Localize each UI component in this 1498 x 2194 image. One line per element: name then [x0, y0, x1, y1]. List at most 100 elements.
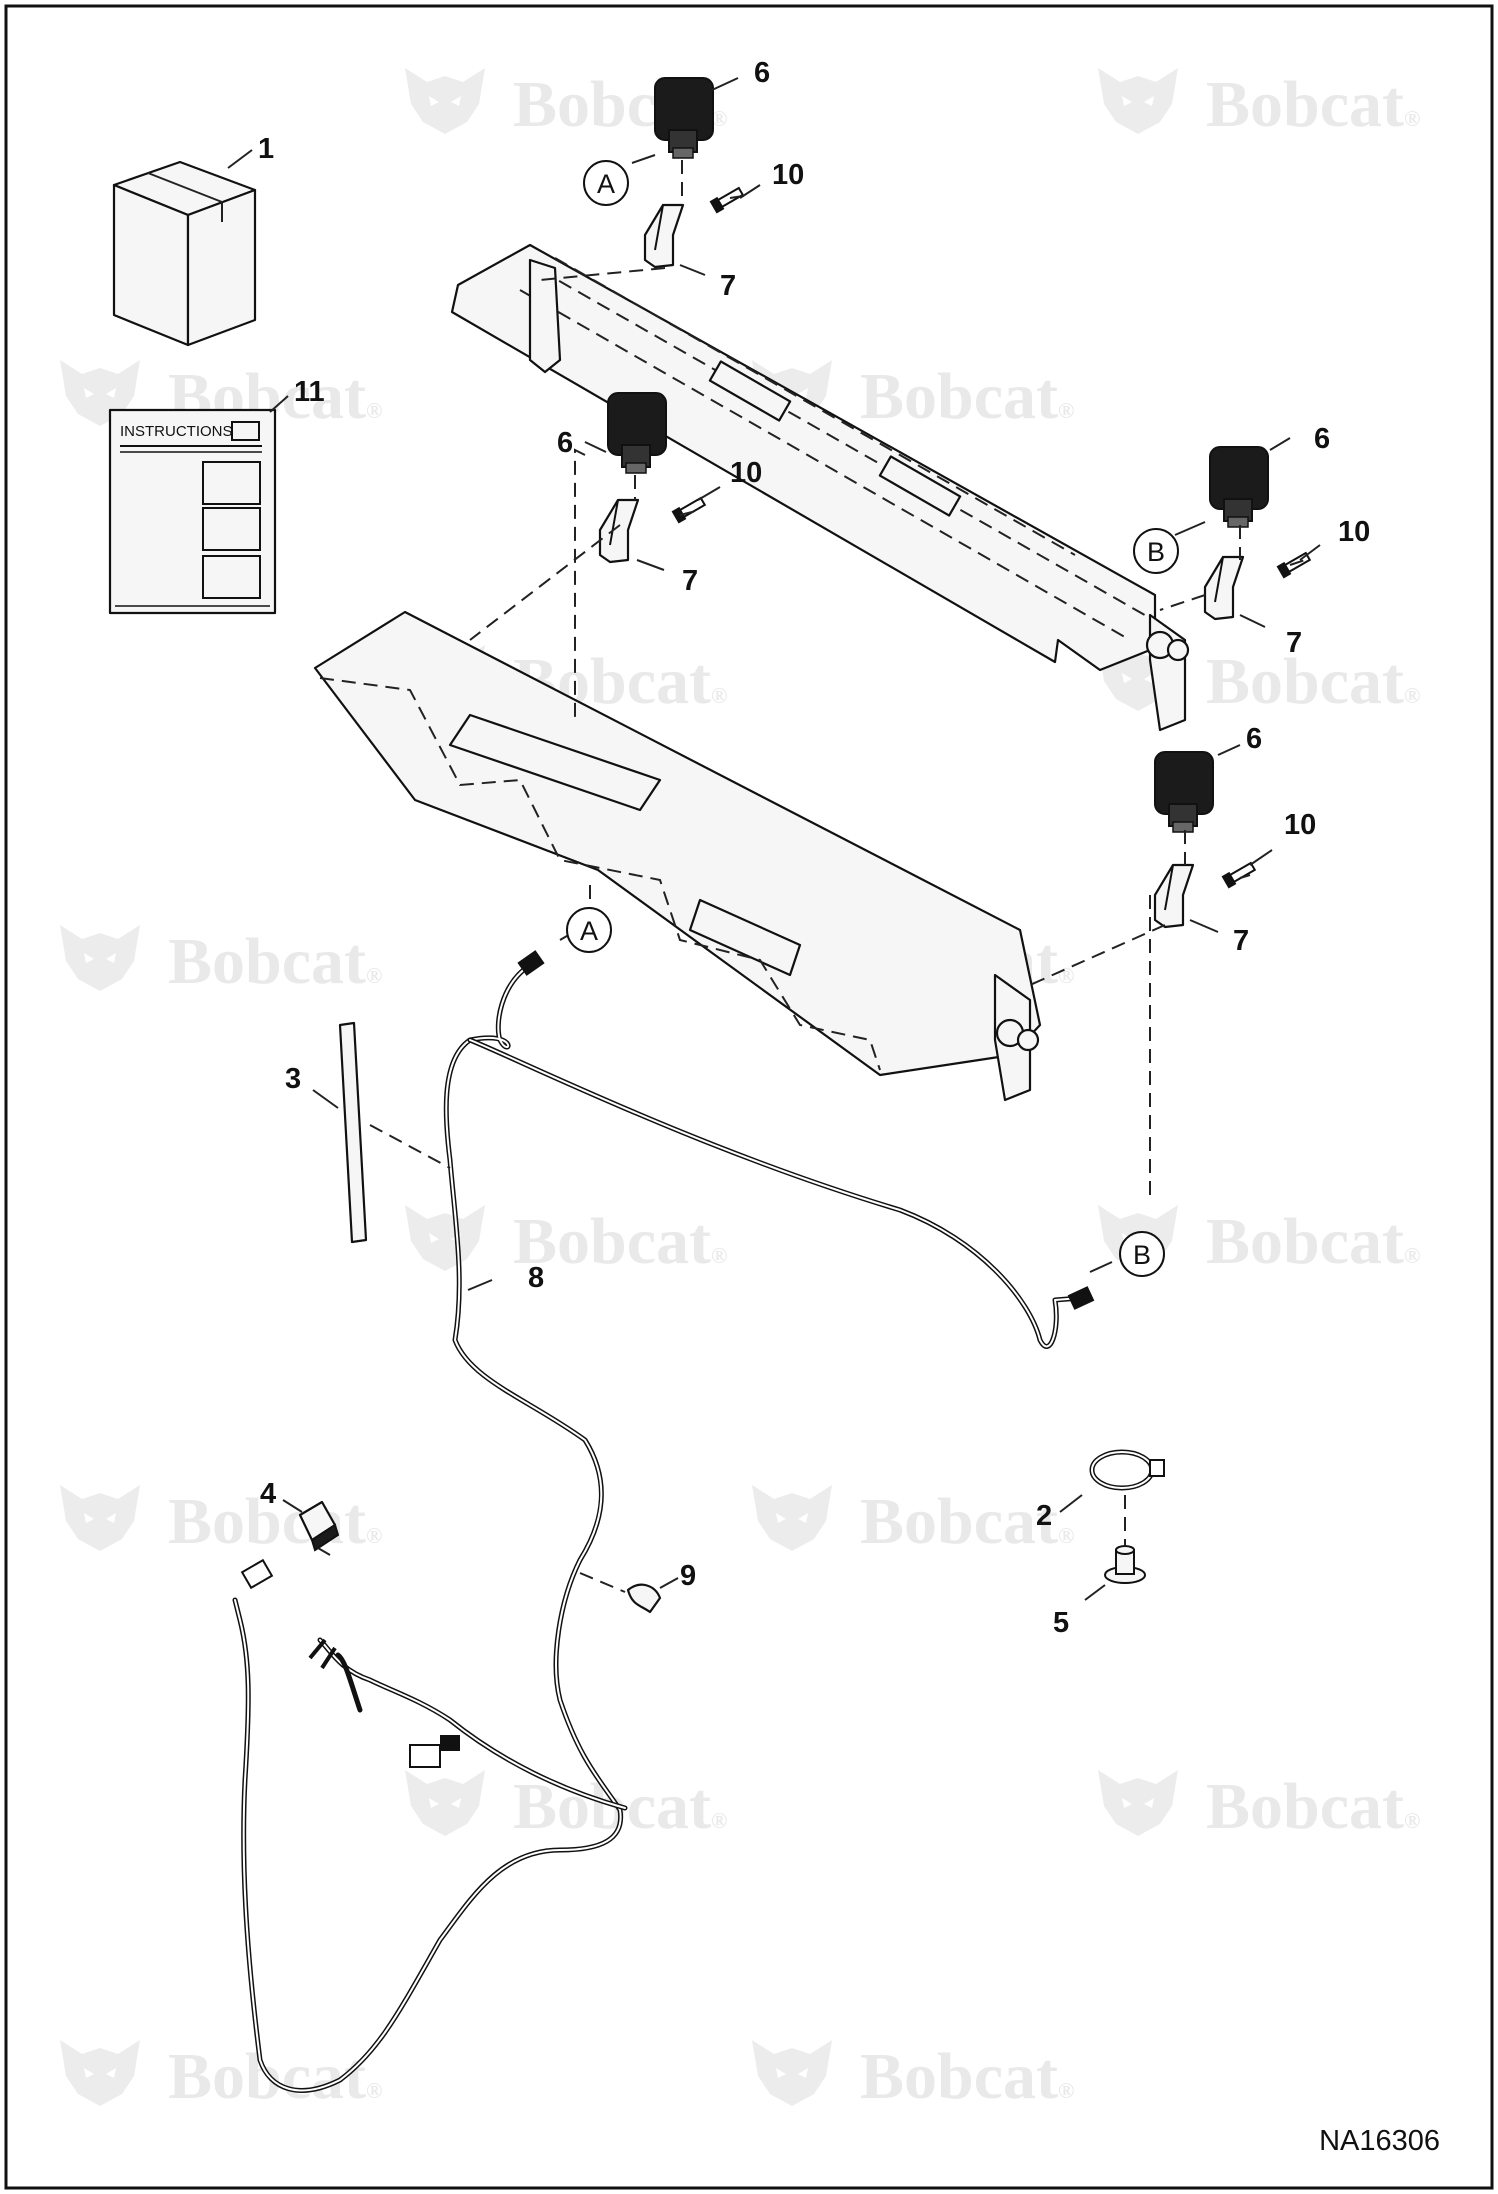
ref-label: A: [580, 916, 598, 946]
callout-6: 6: [1314, 423, 1330, 455]
part-10-bolt: [671, 496, 707, 524]
watermark: Bobcat®: [60, 2040, 382, 2113]
watermark-brand: Bobcat®: [168, 1485, 382, 1558]
bobcat-logo-icon: [60, 925, 140, 991]
registered-mark: ®: [1058, 963, 1074, 988]
registered-mark: ®: [1404, 106, 1420, 131]
watermark: Bobcat®: [405, 1205, 727, 1278]
watermark: Bobcat®: [1098, 68, 1420, 141]
registered-mark: ®: [366, 963, 382, 988]
rear-light-bar: [450, 243, 1190, 732]
ref-bubble-b: B: [1133, 528, 1179, 574]
registered-mark: ®: [366, 2078, 382, 2103]
watermark: Bobcat®: [1098, 645, 1420, 718]
ref-bubble-a: A: [583, 160, 629, 206]
part-6-work-light: [654, 77, 714, 159]
watermark: Bobcat®: [60, 1485, 382, 1558]
leader-lines: [227, 77, 1321, 1601]
registered-mark: ®: [1058, 398, 1074, 423]
part-4-switch: [298, 1500, 340, 1552]
callout-7: 7: [682, 565, 698, 597]
bobcat-logo-icon: [60, 1485, 140, 1551]
registered-mark: ®: [711, 1808, 727, 1833]
registered-mark: ®: [711, 106, 727, 131]
ref-label: B: [1147, 537, 1165, 567]
callout-7: 7: [1233, 925, 1249, 957]
watermark-brand: Bobcat®: [860, 1485, 1074, 1558]
bobcat-logo-icon: [60, 2040, 140, 2106]
diagram-border: [4, 4, 1494, 2190]
callout-6: 6: [557, 427, 573, 459]
callout-1: 1: [258, 133, 274, 165]
watermark-brand: Bobcat®: [513, 1205, 727, 1278]
callout-7: 7: [1286, 627, 1302, 659]
watermark-brand: Bobcat®: [860, 360, 1074, 433]
callout-9: 9: [680, 1560, 696, 1592]
instructions-title: INSTRUCTIONS: [120, 423, 233, 440]
watermark-brand: Bobcat®: [1206, 1770, 1420, 1843]
callout-5: 5: [1053, 1607, 1069, 1639]
callout-11: 11: [294, 376, 325, 408]
callout-6: 6: [754, 57, 770, 89]
part-6-work-light: [1209, 446, 1269, 528]
switch-connector: [240, 1558, 274, 1590]
part-1-kit-box: [112, 160, 257, 347]
callout-labels: 1 2 3 4 5 6 6 6 6 7 7 7 7 8 9 10 10 10 1…: [258, 57, 1370, 1639]
part-7-bracket: [1203, 555, 1245, 621]
watermark: Bobcat®: [752, 2040, 1074, 2113]
bobcat-logo-icon: [405, 1205, 485, 1271]
watermark-brand: Bobcat®: [1206, 68, 1420, 141]
watermark: Bobcat®: [752, 1485, 1074, 1558]
callout-3: 3: [285, 1063, 301, 1095]
part-6-work-light: [1154, 751, 1214, 833]
callout-10: 10: [1338, 516, 1370, 548]
registered-mark: ®: [711, 1243, 727, 1268]
part-6-work-light: [607, 392, 667, 474]
callout-6: 6: [1246, 723, 1262, 755]
connector-b-plug: [1067, 1286, 1095, 1310]
registered-mark: ®: [1404, 683, 1420, 708]
bobcat-logo-icon: [752, 2040, 832, 2106]
part-8-harness: [232, 950, 1095, 2093]
watermark-brand: Bobcat®: [168, 2040, 382, 2113]
part-2-cable-tie: [1089, 1449, 1165, 1491]
registered-mark: ®: [711, 683, 727, 708]
registered-mark: ®: [1058, 2078, 1074, 2103]
part-11-instructions: INSTRUCTIONS: [108, 408, 277, 615]
ref-bubble-b: B: [1119, 1231, 1165, 1277]
figure-id: NA16306: [1319, 2125, 1440, 2157]
watermark: Bobcat®: [752, 360, 1074, 433]
callout-2: 2: [1036, 1500, 1052, 1532]
registered-mark: ®: [1404, 1808, 1420, 1833]
callout-4: 4: [260, 1478, 276, 1510]
part-3-edge-strip: [338, 1021, 368, 1244]
ref-label: A: [597, 169, 615, 199]
watermark-brand: Bobcat®: [860, 2040, 1074, 2113]
watermark-brand: Bobcat®: [1206, 1205, 1420, 1278]
callout-10: 10: [730, 457, 762, 489]
watermark: Bobcat®: [1098, 1770, 1420, 1843]
connector-a-plug: [517, 950, 545, 976]
bobcat-logo-icon: [1098, 68, 1178, 134]
part-7-bracket: [598, 498, 640, 564]
registered-mark: ®: [1058, 1523, 1074, 1548]
part-7-bracket: [1153, 863, 1195, 929]
registered-mark: ®: [1404, 1243, 1420, 1268]
ref-label: B: [1133, 1240, 1151, 1270]
callout-10: 10: [1284, 809, 1316, 841]
watermark: Bobcat®: [1098, 1205, 1420, 1278]
bobcat-logo-icon: [405, 68, 485, 134]
part-5-push-rivet: [1104, 1545, 1146, 1584]
harness-plug: [440, 1735, 460, 1751]
watermark: Bobcat®: [60, 925, 382, 998]
bobcat-logo-icon: [405, 1770, 485, 1836]
watermark-brand: Bobcat®: [168, 925, 382, 998]
ref-bubble-a: A: [566, 907, 612, 953]
part-9-clip: [626, 1583, 662, 1614]
callout-7: 7: [720, 270, 736, 302]
registered-mark: ®: [366, 1523, 382, 1548]
part-7-bracket: [643, 203, 685, 269]
watermark: Bobcat®: [405, 1770, 727, 1843]
bobcat-logo-icon: [752, 1485, 832, 1551]
callout-8: 8: [528, 1262, 544, 1294]
